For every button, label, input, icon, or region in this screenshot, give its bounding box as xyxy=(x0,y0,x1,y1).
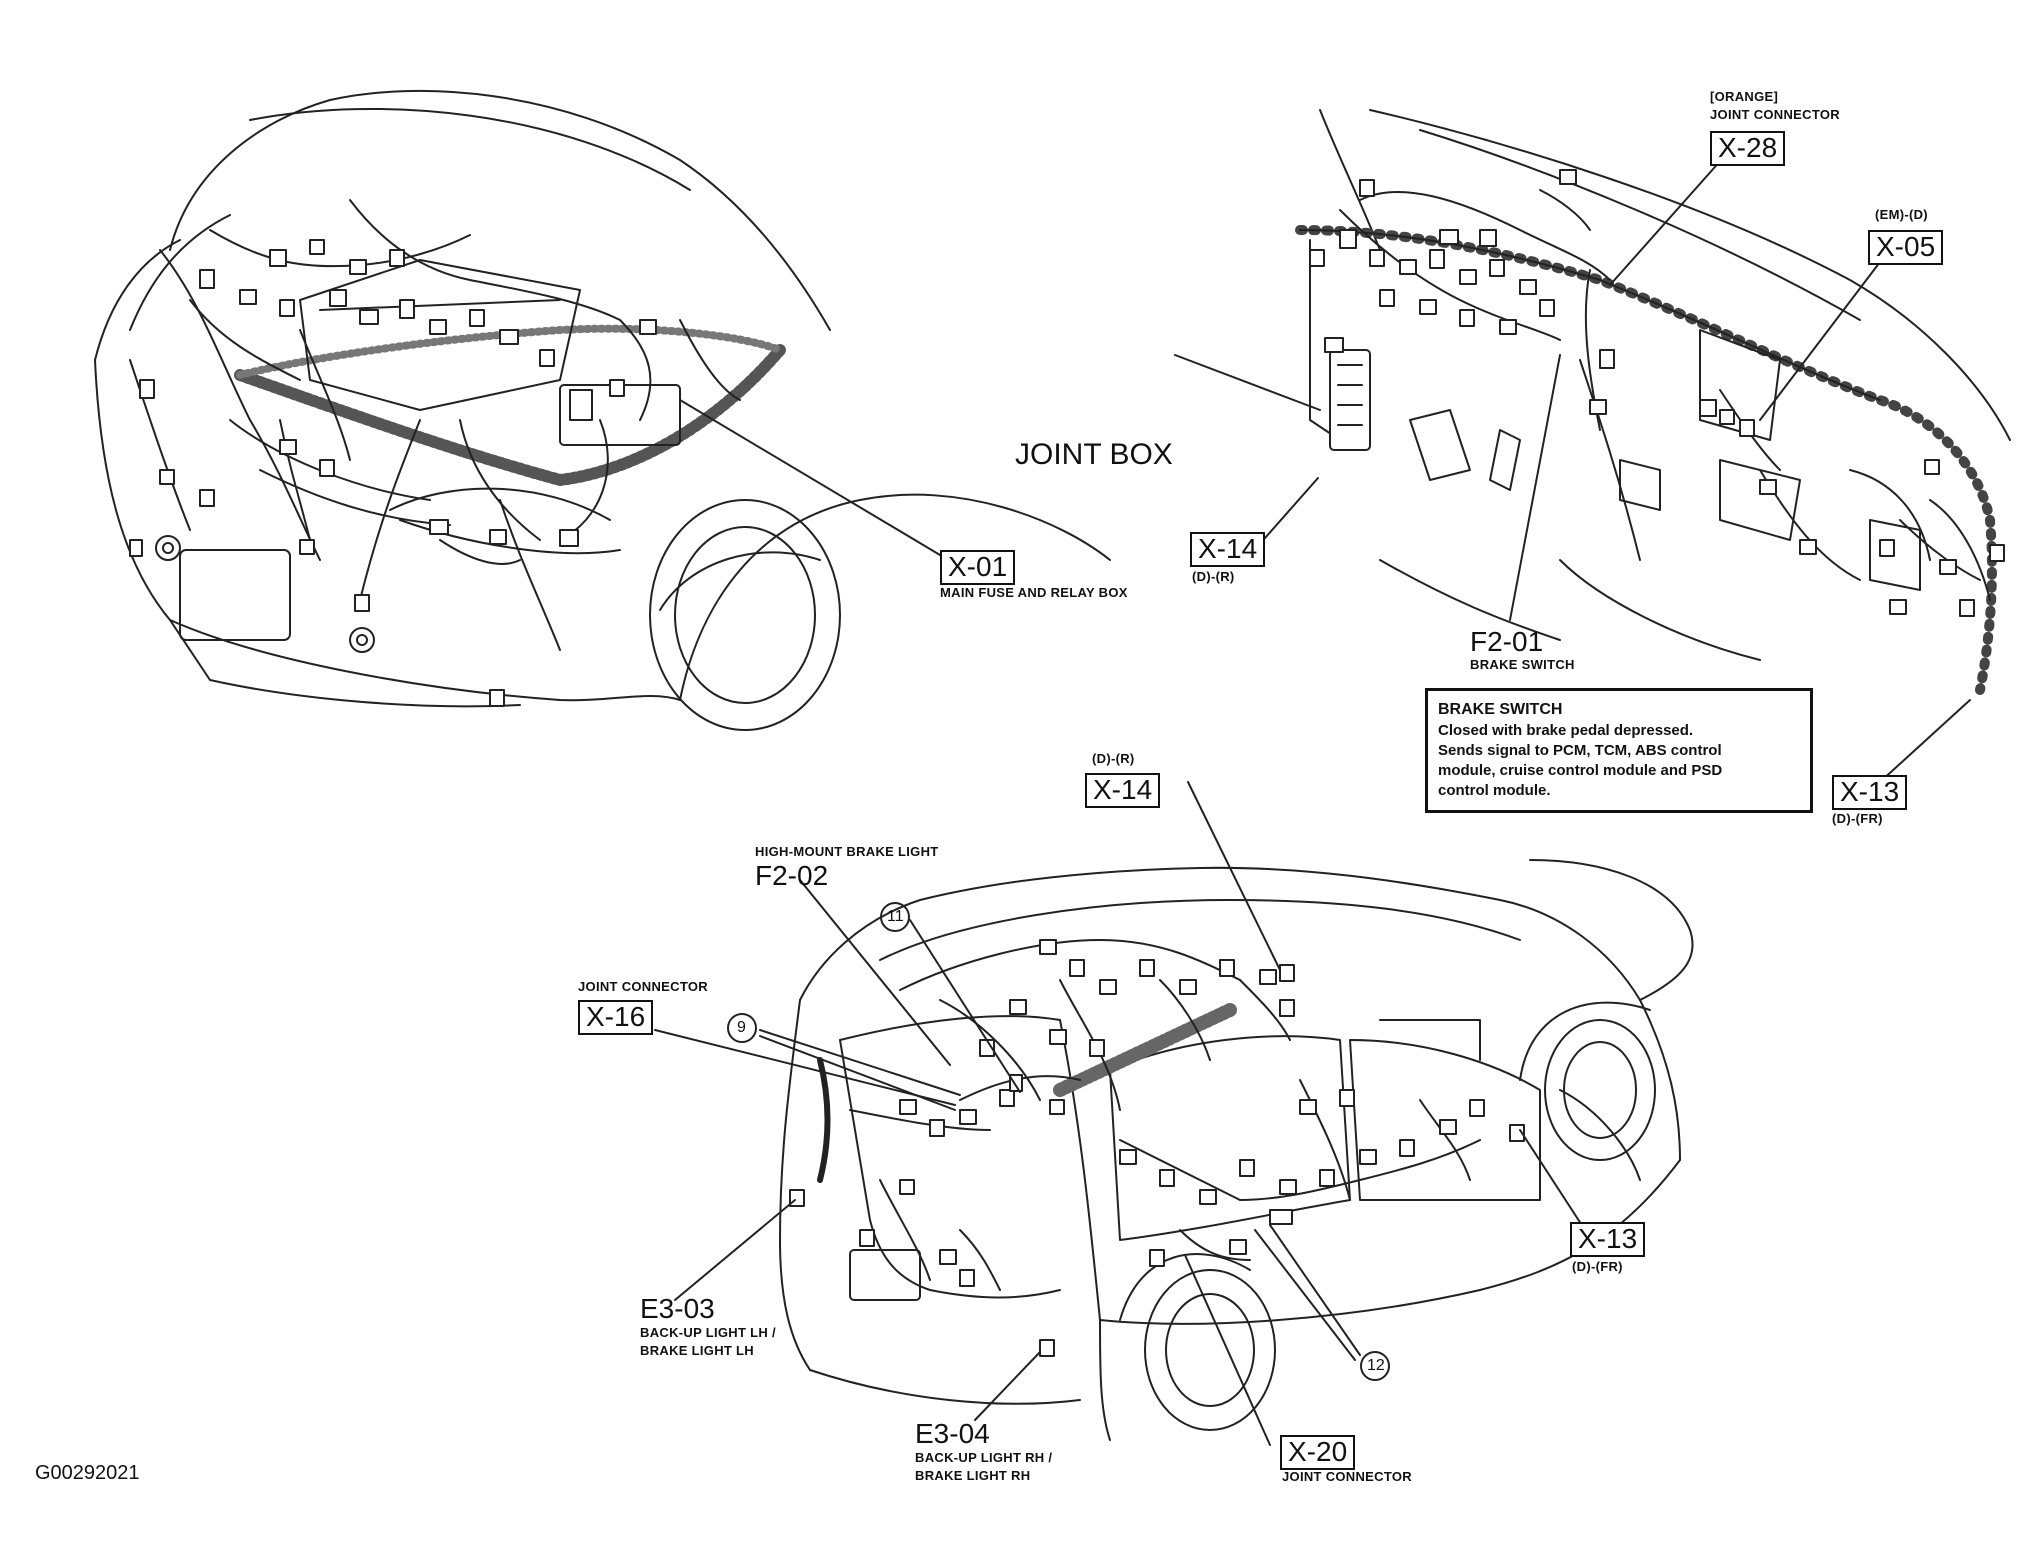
x01-code-box: X-01 xyxy=(940,550,1016,585)
e303-description-line1: BACK-UP LIGHT LH / xyxy=(640,1325,776,1340)
x16-code-box: X-16 xyxy=(578,1000,654,1035)
x13-top-suffix: (D)-(FR) xyxy=(1832,811,1883,826)
f201-code: F2-01 xyxy=(1470,626,1544,657)
x20-code-box: X-20 xyxy=(1280,1435,1356,1470)
callout11-circle xyxy=(880,902,910,932)
x28-leader-line xyxy=(1609,149,1731,286)
brake-switch-note-line3: module, cruise control module and PSD xyxy=(1438,762,1723,780)
instrument-panel-drawing xyxy=(1295,109,2011,695)
callout12-number: 12 xyxy=(1367,1357,1385,1374)
x13-bottom-suffix: (D)-(FR) xyxy=(1572,1259,1623,1274)
e304-description-line1: BACK-UP LIGHT RH / xyxy=(915,1450,1053,1465)
x28-joint-connector-note: JOINT CONNECTOR xyxy=(1710,107,1840,122)
x28-code-box: X-28 xyxy=(1710,131,1786,166)
x20-leader-line xyxy=(1184,1254,1271,1446)
x14-bottom-prefix: (D)-(R) xyxy=(1092,751,1135,766)
brake-switch-note-line4: control module. xyxy=(1438,782,1551,800)
rear-body-drawing xyxy=(779,859,1694,1441)
x14-bottom-leader-line xyxy=(1187,781,1281,971)
x20-description: JOINT CONNECTOR xyxy=(1282,1469,1412,1484)
callout12-circle xyxy=(1360,1351,1390,1381)
callout11-number: 11 xyxy=(887,908,904,925)
x05-leader-line xyxy=(1759,261,1881,421)
x14-top-code-box: X-14 xyxy=(1190,532,1266,567)
figure-id: G00292021 xyxy=(35,1462,140,1484)
callout9-leader-line xyxy=(759,1029,961,1096)
x28-color-note: [ORANGE] xyxy=(1710,89,1779,104)
front-view-drawing xyxy=(94,89,1111,731)
x05-prefix: (EM)-(D) xyxy=(1875,207,1928,222)
e303-description-line2: BRAKE LIGHT LH xyxy=(640,1343,754,1358)
x16-leader-line xyxy=(654,1029,956,1106)
callout9-number: 9 xyxy=(737,1019,746,1036)
brake-switch-note-line2: Sends signal to PCM, TCM, ABS control xyxy=(1438,741,1722,759)
f202-code: F2-02 xyxy=(755,860,829,891)
callout9-circle xyxy=(727,1013,757,1043)
x13-top-code-box: X-13 xyxy=(1832,775,1908,810)
f202-leader-line xyxy=(799,879,951,1066)
x01-leader-line xyxy=(679,399,941,556)
brake-switch-note-title: BRAKE SWITCH xyxy=(1438,701,1563,718)
x05-code-box: X-05 xyxy=(1868,230,1944,265)
brake-switch-note: BRAKE SWITCH Closed with brake pedal dep… xyxy=(1425,688,1813,813)
e303-code: E3-03 xyxy=(640,1293,715,1324)
f201-leader-line xyxy=(1509,354,1561,621)
x13-bottom-leader-line xyxy=(1519,1129,1586,1231)
x14-top-suffix: (D)-(R) xyxy=(1192,569,1235,584)
x01-description: MAIN FUSE AND RELAY BOX xyxy=(940,585,1128,600)
callout11-leader-line xyxy=(909,919,1021,1093)
joint-box-label: JOINT BOX xyxy=(1015,438,1173,471)
callout12-leader-line xyxy=(1269,1224,1361,1356)
x14-bottom-code-box: X-14 xyxy=(1085,773,1161,808)
joint-box-leader-line xyxy=(1174,354,1321,411)
callout12-leader-line-2 xyxy=(1254,1229,1356,1361)
x13-top-leader-line xyxy=(1879,699,1971,783)
f201-description: BRAKE SWITCH xyxy=(1470,657,1575,672)
callout9-leader-line-2 xyxy=(759,1035,956,1111)
e304-code: E3-04 xyxy=(915,1418,990,1449)
e304-leader-line xyxy=(974,1351,1041,1421)
e304-description-line2: BRAKE LIGHT RH xyxy=(915,1468,1031,1483)
e303-leader-line xyxy=(674,1199,796,1301)
brake-switch-note-line1: Closed with brake pedal depressed. xyxy=(1438,721,1694,739)
x16-description: JOINT CONNECTOR xyxy=(578,979,708,994)
f202-description: HIGH-MOUNT BRAKE LIGHT xyxy=(755,844,939,859)
x13-bottom-code-box: X-13 xyxy=(1570,1222,1646,1257)
